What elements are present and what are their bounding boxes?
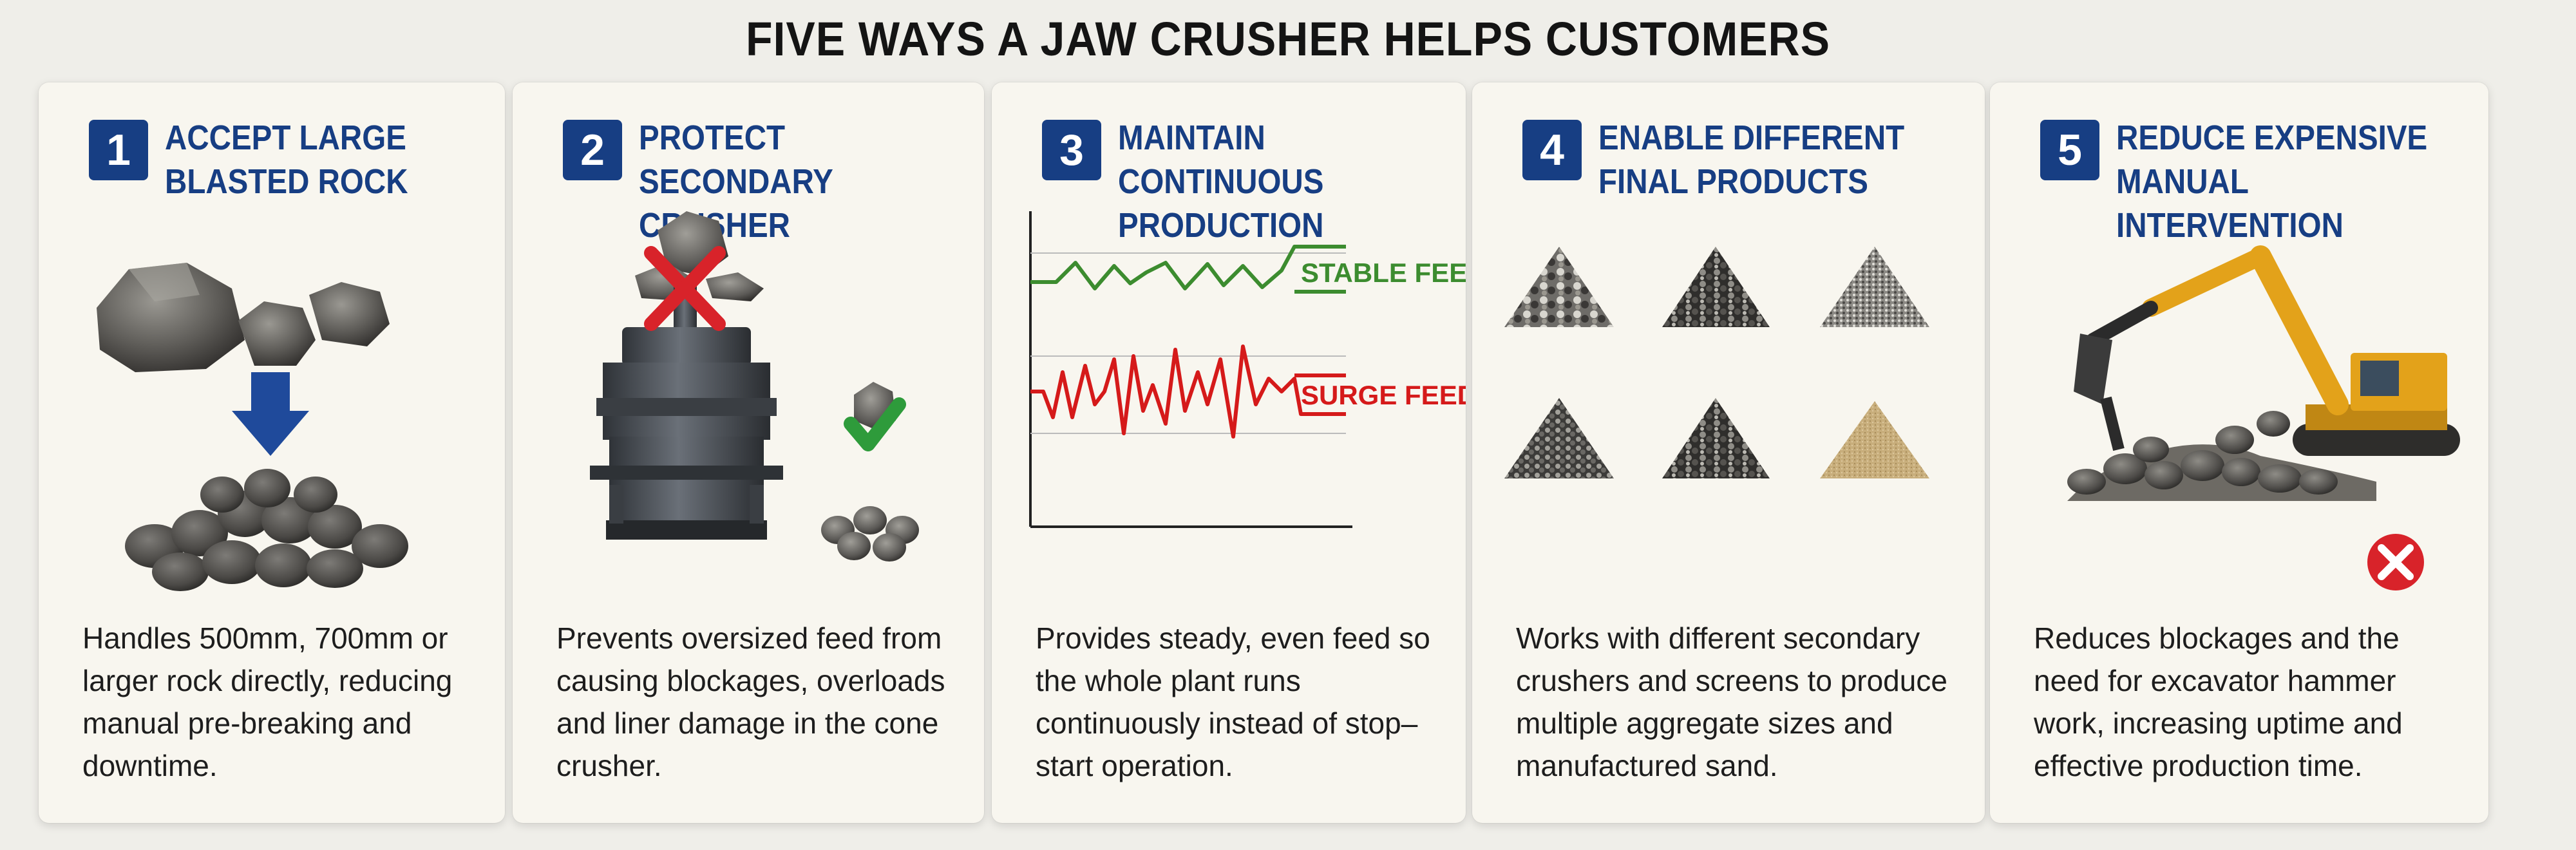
surge-feed-line bbox=[1030, 345, 1346, 439]
number-badge: 5 bbox=[2040, 120, 2099, 180]
page-title: FIVE WAYS A JAW CRUSHER HELPS CUSTOMERS bbox=[746, 12, 1830, 66]
surge-feed-label: SURGE FEED bbox=[1301, 380, 1466, 410]
card-maintain-continuous-production: 3 MAINTAIN CONTINUOUS PRODUCTION STABLE … bbox=[992, 82, 1466, 823]
card-protect-secondary-crusher: 2 PROTECT SECONDARY CRUSHER bbox=[513, 82, 984, 823]
card-description: Handles 500mm, 700mm or larger rock dire… bbox=[82, 621, 453, 782]
number-badge: 2 bbox=[563, 120, 622, 180]
card-description: Reduces blockages and the need for excav… bbox=[2034, 621, 2403, 782]
aggregate-piles-illustration bbox=[1472, 211, 1985, 610]
cone-crusher-illustration bbox=[513, 211, 984, 610]
card-title: REDUCE EXPENSIVE MANUAL INTERVENTION bbox=[2116, 118, 2428, 245]
card-title: MAINTAIN CONTINUOUS PRODUCTION bbox=[1118, 118, 1324, 245]
cone-crusher-icon bbox=[590, 211, 919, 562]
aggregate-piles-icon bbox=[1504, 247, 1929, 478]
card-title: ACCEPT LARGE BLASTED ROCK bbox=[165, 118, 408, 201]
excavator-icon bbox=[2067, 245, 2460, 590]
stable-feed-label: STABLE FEED bbox=[1301, 258, 1466, 288]
feed-chart-illustration: STABLE FEED SURGE FEED bbox=[992, 211, 1466, 610]
number-badge: 3 bbox=[1042, 120, 1101, 180]
card-title: ENABLE DIFFERENT FINAL PRODUCTS bbox=[1598, 118, 1905, 201]
card-description: Provides steady, even feed so the whole … bbox=[1036, 621, 1430, 782]
card-description: Works with different secondary crushers … bbox=[1516, 621, 1947, 782]
card-description: Prevents oversized feed from causing blo… bbox=[556, 621, 945, 782]
stable-feed-line bbox=[1030, 245, 1346, 290]
feed-line-chart: STABLE FEED SURGE FEED bbox=[1029, 211, 1466, 528]
card-title: PROTECT SECONDARY CRUSHER bbox=[639, 118, 833, 245]
card-accept-large-rock: 1 ACCEPT LARGE BLASTED ROCK bbox=[39, 82, 505, 823]
rock-to-gravel-icon bbox=[97, 263, 408, 591]
large-rock-illustration bbox=[39, 211, 505, 610]
card-reduce-manual-intervention: 5 REDUCE EXPENSIVE MANUAL INTERVENTION bbox=[1990, 82, 2488, 823]
number-badge: 1 bbox=[89, 120, 148, 180]
number-badge: 4 bbox=[1522, 120, 1582, 180]
excavator-illustration bbox=[1990, 211, 2488, 610]
card-enable-different-products: 4 ENABLE DIFFERENT FINAL PRODUCTS bbox=[1472, 82, 1985, 823]
